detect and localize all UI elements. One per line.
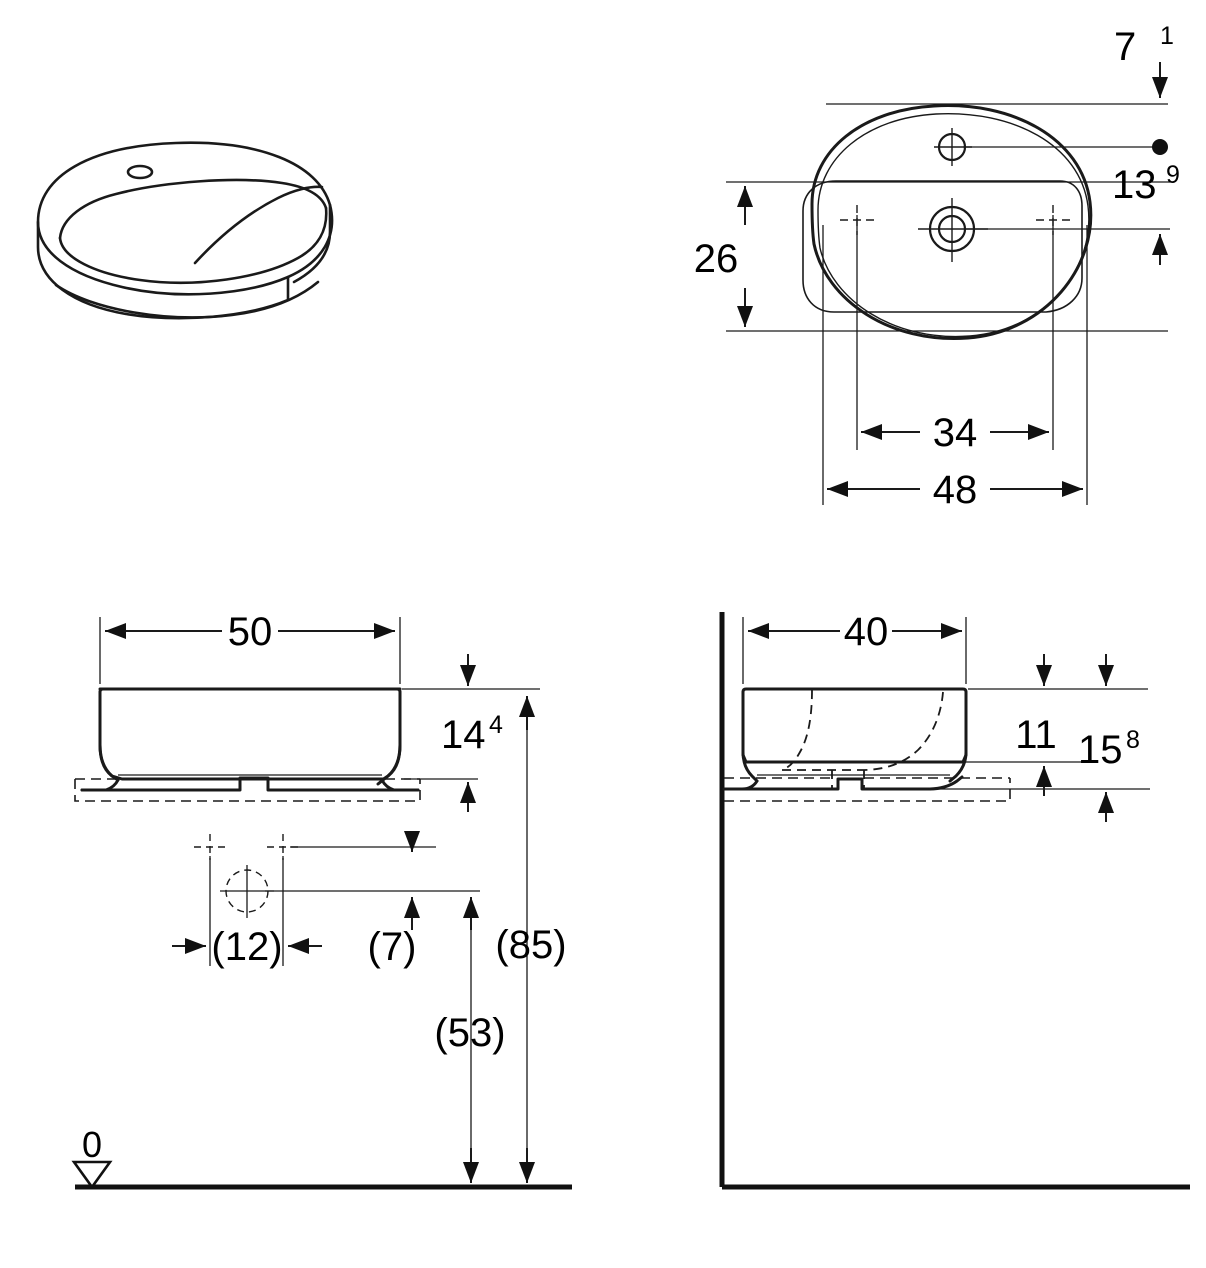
- dim-40-label: 40: [844, 610, 889, 654]
- dim-48: 48: [827, 468, 1083, 512]
- dim-7-1: 7 1: [1114, 22, 1174, 98]
- floor-level-triangle-icon: [71, 1160, 113, 1190]
- dim-12: (12): [172, 925, 322, 969]
- dim-7-1-label: 7: [1114, 25, 1136, 69]
- front-view-fixing-left: [194, 834, 228, 860]
- dim-11: 11: [1015, 654, 1057, 796]
- side-view-bowl-hidden: [781, 689, 944, 788]
- dim-50-label: 50: [228, 610, 273, 654]
- floor-level-zero-label: 0: [82, 1124, 102, 1165]
- plan-view-extension-lines: [726, 103, 1170, 505]
- dim-53-label: (53): [434, 1011, 505, 1055]
- dim-48-label: 48: [933, 468, 978, 512]
- dim-40: 40: [748, 610, 962, 654]
- dim-34: 34: [861, 411, 1049, 455]
- dim-85-label: (85): [495, 923, 566, 967]
- side-view-inner-lines: [752, 761, 966, 776]
- front-view-counter-outline: [74, 778, 421, 802]
- dim-26-label: 26: [694, 237, 739, 281]
- dim-34-label: 34: [933, 411, 978, 455]
- plan-view-fixing-right: [1036, 205, 1072, 235]
- dim-15-8: 15 8: [1078, 654, 1140, 822]
- isometric-view: [36, 141, 334, 320]
- plan-view-centre-dot: [1152, 139, 1168, 155]
- dim-13-9: 13 9: [1112, 161, 1180, 265]
- dim-85: (85): [495, 696, 567, 1183]
- front-view-extension-lines: [99, 617, 540, 1180]
- front-view-basin: [80, 687, 420, 792]
- dim-13-9-sup: 9: [1166, 161, 1180, 189]
- dim-7-1-sup: 1: [1160, 22, 1174, 50]
- dim-14-4: 14 4: [441, 654, 503, 812]
- plan-view-fixing-left: [840, 205, 876, 235]
- dim-26: 26: [694, 186, 753, 327]
- dim-50: 50: [105, 610, 395, 654]
- dim-12-label: (12): [211, 925, 282, 969]
- dim-15-8-sup: 8: [1126, 726, 1140, 754]
- dim-15-8-label: 15: [1078, 728, 1123, 772]
- dim-53: (53): [434, 897, 506, 1183]
- side-view-counter-outline: [724, 777, 1011, 802]
- dim-7-drop: (7): [368, 831, 420, 969]
- side-view-extension-lines: [742, 617, 1150, 790]
- plan-view-inner-rim: [817, 113, 1090, 338]
- dim-7-drop-label: (7): [368, 925, 417, 969]
- dim-13-9-label: 13: [1112, 163, 1157, 207]
- dim-14-4-sup: 4: [489, 711, 503, 739]
- side-view-basin: [722, 687, 968, 791]
- dim-11-label: 11: [1015, 713, 1057, 757]
- dim-14-4-label: 14: [441, 713, 486, 757]
